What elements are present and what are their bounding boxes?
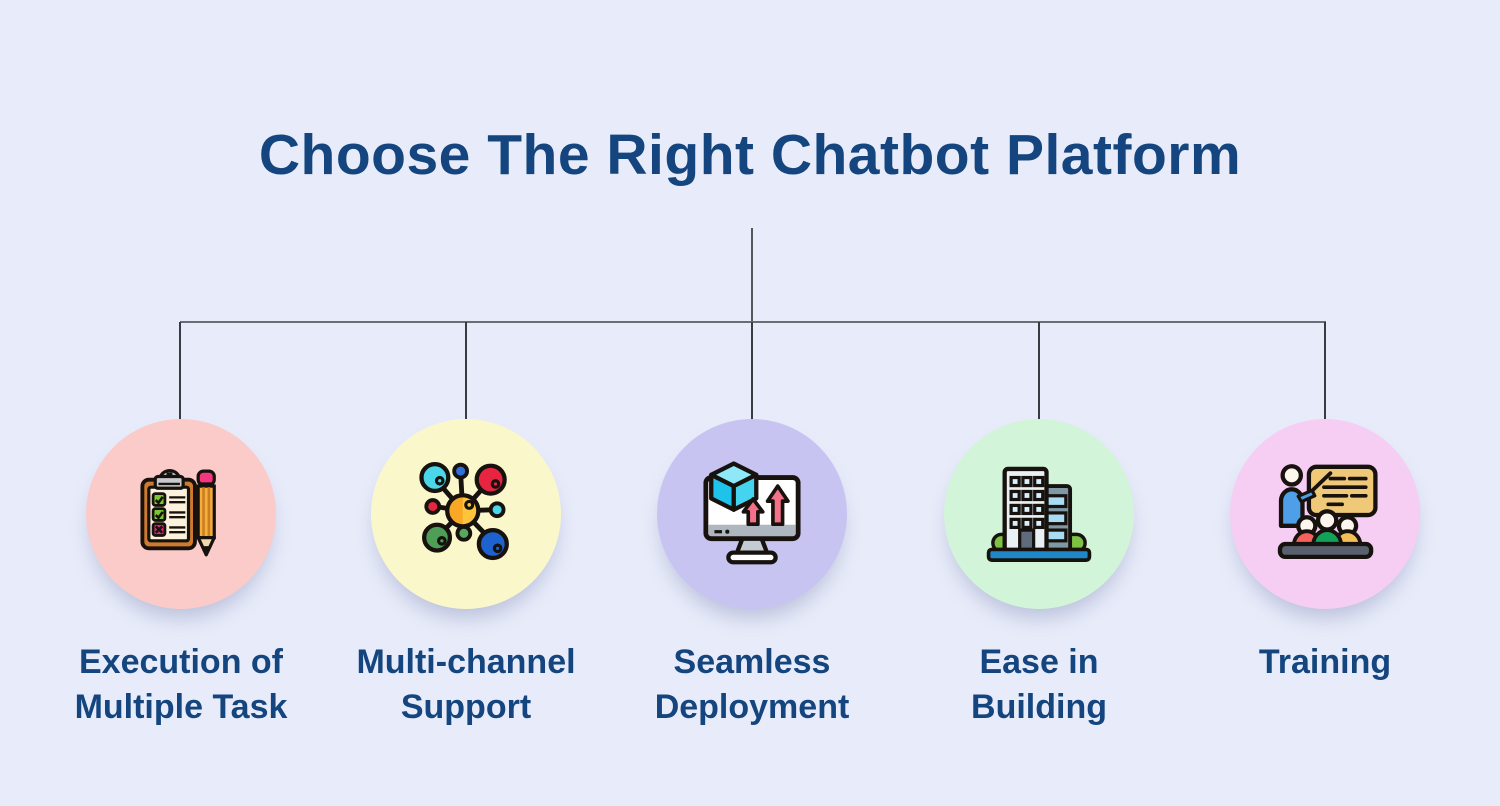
node-circle-execution [86, 419, 276, 609]
connector-drop-5 [1324, 322, 1326, 420]
label-line: Multi-channel [356, 643, 576, 681]
training-presentation-icon [1277, 464, 1378, 560]
label-line: Execution of [78, 643, 284, 681]
building-icon [986, 466, 1092, 562]
network-hub-icon [419, 461, 509, 561]
label-line: Deployment [654, 688, 850, 726]
label-line: Ease in [979, 643, 1099, 681]
node-label-multichannel: Multi-channel Support [296, 640, 636, 730]
node-label-training: Training [1155, 640, 1495, 685]
page-title: Choose The Right Chatbot Platform [258, 123, 1242, 188]
node-circle-multichannel [371, 419, 561, 609]
node-label-building: Ease in Building [869, 640, 1209, 730]
connector-drop-3 [751, 322, 753, 420]
node-circle-deployment [657, 419, 847, 609]
label-line: Seamless [673, 643, 831, 681]
connector-stem [751, 228, 753, 322]
clipboard-checklist-icon [140, 469, 216, 557]
connector-horizontal [180, 321, 1326, 323]
node-label-deployment: Seamless Deployment [582, 640, 922, 730]
label-line: Multiple Task [74, 688, 288, 726]
connector-drop-2 [465, 322, 467, 420]
node-circle-training [1230, 419, 1420, 609]
node-label-execution: Execution of Multiple Task [11, 640, 351, 730]
connector-drop-1 [179, 322, 181, 420]
node-circle-building [944, 419, 1134, 609]
label-line: Support [400, 688, 532, 726]
monitor-deployment-icon [703, 461, 801, 565]
label-line: Training [1258, 643, 1392, 681]
label-line: Building [971, 688, 1107, 726]
connector-drop-4 [1038, 322, 1040, 420]
